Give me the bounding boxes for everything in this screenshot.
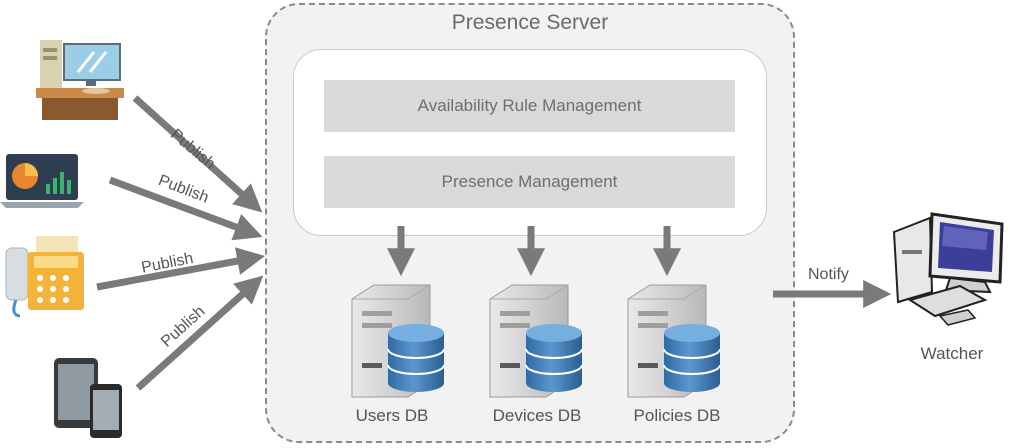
laptop-dashboard-icon: [0, 154, 84, 208]
users-db-icon: [351, 284, 445, 398]
watcher-label: Watcher: [920, 344, 984, 363]
devices-db-label: Devices DB: [492, 406, 582, 425]
publish-arrow-2: [108, 176, 263, 241]
fax-phone-icon: [5, 236, 84, 318]
policies-db-icon: [627, 284, 721, 398]
publish-arrow-1: [132, 95, 263, 213]
availability-rule-management-box: Availability Rule Management: [324, 80, 735, 132]
presence-server-title: Presence Server: [451, 11, 609, 34]
desktop-workstation-icon: [36, 40, 124, 120]
notify-label: Notify: [808, 266, 849, 283]
devices-db-icon: [489, 284, 583, 398]
users-db-label: Users DB: [355, 406, 429, 425]
watcher-computer-icon: [892, 212, 1004, 326]
publish-arrow-4: [135, 275, 264, 391]
publish-arrow-3: [96, 247, 266, 291]
presence-management-box: Presence Management: [324, 156, 735, 208]
mobile-devices-icon: [54, 358, 122, 438]
policies-db-label: Policies DB: [633, 406, 721, 425]
